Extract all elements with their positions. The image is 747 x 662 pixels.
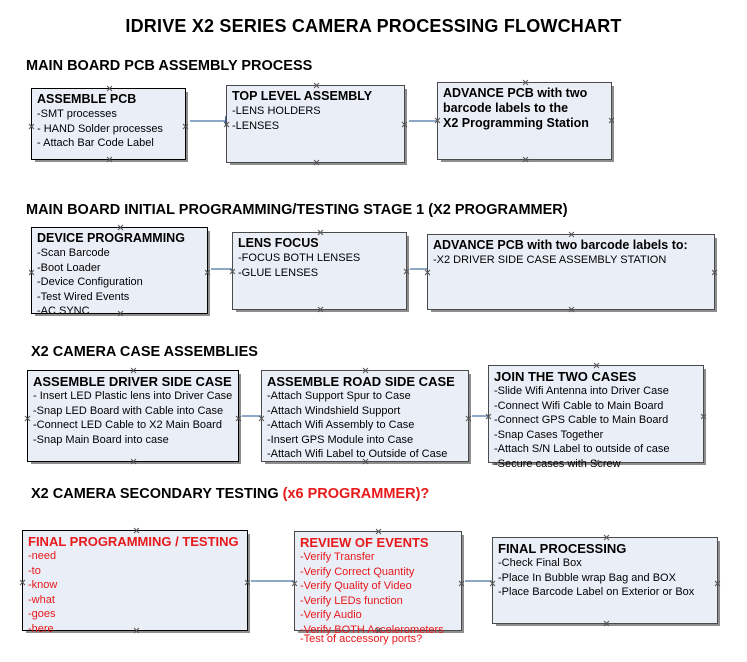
- box-title: JOIN THE TWO CASES: [494, 369, 637, 384]
- connector-handle-bottom-icon: [130, 458, 137, 465]
- box-line: -know: [28, 579, 58, 591]
- box-line: -LENS HOLDERS: [232, 105, 321, 117]
- section-heading-3-text: X2 CAMERA CASE ASSEMBLIES: [31, 344, 258, 360]
- box-line: -Slide Wifi Antenna into Driver Case: [494, 385, 669, 397]
- box-line: -Verify BOTH Accelerometers: [300, 623, 444, 636]
- box-line: -Secure cases with Screw: [494, 457, 621, 470]
- box-final-programming-testing[interactable]: FINAL PROGRAMMING / TESTING -need -to -k…: [22, 530, 248, 635]
- box-line: -Check Final Box: [498, 557, 582, 569]
- box-title: ADVANCE PCB with two: [443, 86, 588, 100]
- box-title: ASSEMBLE DRIVER SIDE CASE: [33, 374, 232, 389]
- box-line: - Insert LED Plastic lens into Driver Ca…: [33, 390, 233, 402]
- arrow-connector: [409, 116, 446, 126]
- box-line: -Device Configuration: [37, 276, 143, 288]
- box-line: -Insert GPS Module into Case: [267, 433, 414, 446]
- section-heading-2: MAIN BOARD INITIAL PROGRAMMING/TESTING S…: [26, 202, 568, 218]
- box-line: -Verify Transfer: [300, 551, 375, 563]
- box-line: -Place Barcode Label on Exterior or Box: [498, 586, 695, 598]
- section-heading-4: X2 CAMERA SECONDARY TESTING (x6 PROGRAMM…: [31, 486, 429, 502]
- section-heading-3: X2 CAMERA CASE ASSEMBLIES: [31, 344, 258, 360]
- connector-handle-bottom-icon: [313, 159, 320, 166]
- box-title: LENS FOCUS: [238, 236, 319, 250]
- arrow-connector: [190, 116, 233, 126]
- arrow-connector: [211, 264, 240, 274]
- box-line: -Snap Cases Together: [494, 428, 604, 441]
- box-line: X2 Programming Station: [443, 116, 589, 130]
- box-line: barcode labels to the: [443, 101, 569, 115]
- section-heading-2-text: MAIN BOARD INITIAL PROGRAMMING/TESTING S…: [26, 202, 568, 218]
- box-line: -Place In Bubble wrap Bag and BOX: [498, 571, 676, 584]
- box-line: -X2 DRIVER SIDE CASE ASSEMBLY STATION: [433, 254, 667, 266]
- box-advance-pcb-driver-side-case[interactable]: ADVANCE PCB with two barcode labels to: …: [427, 234, 715, 310]
- connector-handle-bottom-icon: [603, 620, 610, 627]
- connector-handle-left-icon: [424, 269, 431, 276]
- box-line: -Verify Correct Quantity: [300, 565, 415, 578]
- box-line: -Snap Main Board into case: [33, 433, 169, 446]
- box-device-programming[interactable]: DEVICE PROGRAMMING -Scan Barcode -Boot L…: [31, 227, 208, 317]
- box-line: -Connect GPS Cable to Main Board: [494, 414, 669, 426]
- box-final-processing[interactable]: FINAL PROCESSING -Check Final Box -Place…: [492, 537, 718, 624]
- page-title: IDRIVE X2 SERIES CAMERA PROCESSING FLOWC…: [125, 16, 622, 36]
- box-line: -Verify LEDs function: [300, 594, 403, 607]
- box-line: -FOCUS BOTH LENSES: [238, 252, 361, 264]
- box-title: FINAL PROCESSING: [498, 541, 627, 556]
- box-line: -Test Wired Events: [37, 290, 130, 303]
- box-lens-focus[interactable]: LENS FOCUS -FOCUS BOTH LENSES -GLUE LENS…: [232, 232, 407, 310]
- box-title: ASSEMBLE PCB: [37, 92, 137, 106]
- box-line: -Attach S/N Label to outside of case: [494, 443, 670, 455]
- box-line: -what: [28, 593, 55, 606]
- box-line: -Attach Wifi Label to Outside of Case: [267, 448, 448, 460]
- box-assemble-road-side-case[interactable]: ASSEMBLE ROAD SIDE CASE -Attach Support …: [261, 370, 469, 462]
- box-line: -Attach Support Spur to Case: [267, 390, 411, 402]
- box-title: DEVICE PROGRAMMING: [37, 231, 185, 245]
- box-title: ASSEMBLE ROAD SIDE CASE: [267, 374, 455, 389]
- connector-handle-bottom-icon: [522, 156, 529, 163]
- section-heading-1: MAIN BOARD PCB ASSEMBLY PROCESS: [26, 58, 312, 74]
- box-join-the-two-cases[interactable]: JOIN THE TWO CASES -Slide Wifi Antenna i…: [488, 365, 704, 470]
- box-line: -Scan Barcode: [37, 247, 110, 259]
- section-heading-4-text: X2 CAMERA SECONDARY TESTING: [31, 486, 283, 502]
- box-line: -SMT processes: [37, 108, 117, 120]
- box-line: -to: [28, 564, 41, 577]
- box-line: -Verify Audio: [300, 609, 362, 621]
- box-line: - Attach Bar Code Label: [37, 137, 154, 149]
- box-advance-pcb-programming-station[interactable]: ADVANCE PCB with two barcode labels to t…: [437, 82, 612, 160]
- box-line: -need: [28, 550, 57, 562]
- box-line: -Connect LED Cable to X2 Main Board: [33, 419, 222, 431]
- box-line: - HAND Solder processes: [37, 122, 163, 135]
- box-top-level-assembly[interactable]: TOP LEVEL ASSEMBLY -LENS HOLDERS -LENSES: [226, 85, 405, 163]
- box-title: ADVANCE PCB with two barcode labels to:: [433, 238, 688, 252]
- box-line: -Connect Wifi Cable to Main Board: [494, 399, 664, 412]
- box-title: FINAL PROGRAMMING / TESTING: [28, 534, 239, 549]
- box-assemble-driver-side-case[interactable]: ASSEMBLE DRIVER SIDE CASE - Insert LED P…: [27, 370, 239, 462]
- arrow-connector: [465, 576, 500, 586]
- box-review-of-events[interactable]: REVIEW OF EVENTS -Verify Transfer -Verif…: [294, 531, 462, 645]
- section-heading-4-suffix: (x6 PROGRAMMER)?: [282, 486, 430, 502]
- box-line: -goes: [28, 608, 56, 620]
- box-line: -Snap LED Board with Cable into Case: [33, 404, 224, 417]
- box-line: -Verify Quality of Video: [300, 580, 412, 592]
- connector-handle-bottom-icon: [568, 306, 575, 313]
- connector-handle-bottom-icon: [317, 306, 324, 313]
- box-line: -LENSES: [232, 119, 280, 132]
- arrow-connector: [251, 576, 302, 586]
- box-line: -AC SYNC: [37, 305, 90, 317]
- box-line: -Boot Loader: [37, 261, 101, 274]
- box-overflow-line: -Test of accessory ports?: [300, 633, 423, 645]
- box-line: -GLUE LENSES: [238, 266, 319, 279]
- connector-handle-bottom-icon: [106, 156, 113, 163]
- connector-handle-right-icon: [711, 269, 718, 276]
- box-line: -Attach Wifi Assembly to Case: [267, 419, 415, 431]
- box-line: -Attach Windshield Support: [267, 404, 401, 417]
- section-heading-1-text: MAIN BOARD PCB ASSEMBLY PROCESS: [26, 58, 313, 74]
- box-assemble-pcb[interactable]: ASSEMBLE PCB -SMT processes - HAND Solde…: [31, 88, 186, 160]
- box-title: TOP LEVEL ASSEMBLY: [232, 89, 373, 103]
- box-title: REVIEW OF EVENTS: [300, 535, 429, 550]
- box-line: -here: [28, 622, 54, 635]
